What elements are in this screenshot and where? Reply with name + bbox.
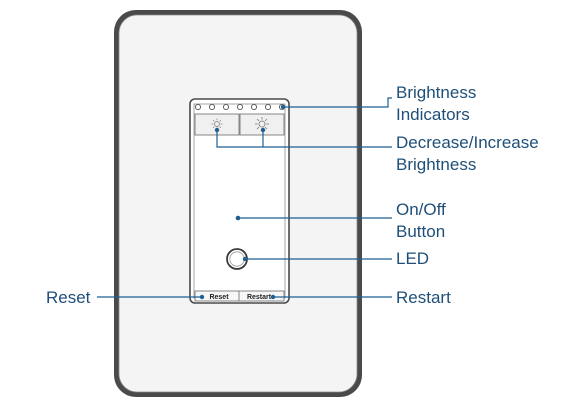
label-decrease-increase: Decrease/Increase Brightness [396, 132, 539, 176]
indicator-dot [208, 103, 216, 111]
indicator-dot [264, 103, 272, 111]
bottom-button-strip [194, 290, 285, 302]
restart-button[interactable]: Restart [247, 294, 272, 301]
leader-brightness-indicators [283, 97, 392, 108]
label-line: Decrease/Increase [396, 133, 539, 152]
label-restart: Restart [396, 288, 451, 307]
indicator-dot [222, 103, 230, 111]
indicator-dot [236, 103, 244, 111]
label-line: Brightness [396, 83, 477, 102]
reset-button[interactable]: Reset [209, 294, 229, 301]
increase-button[interactable] [239, 113, 285, 136]
label-led: LED [396, 249, 430, 268]
sun-large-icon [255, 117, 269, 131]
led-indicator [226, 248, 248, 270]
label-brightness-indicators: Brightness Indicators [396, 82, 476, 126]
label-line: Brightness [396, 155, 477, 174]
label-on-off: On/Off Button [396, 199, 446, 243]
leader-decrease [216, 130, 392, 148]
restart-button-text: Restart [247, 294, 272, 301]
indicator-dot [250, 103, 258, 111]
label-line: Button [396, 222, 446, 241]
brightness-indicators [194, 103, 286, 111]
leader-lines [97, 97, 392, 300]
label-line: On/Off [396, 200, 446, 219]
sun-small-icon [211, 118, 223, 130]
label-line: Indicators [396, 105, 470, 124]
reset-button-text: Reset [209, 294, 229, 301]
decrease-button[interactable] [194, 113, 240, 136]
indicator-dot [194, 103, 202, 111]
label-reset: Reset [46, 288, 91, 307]
